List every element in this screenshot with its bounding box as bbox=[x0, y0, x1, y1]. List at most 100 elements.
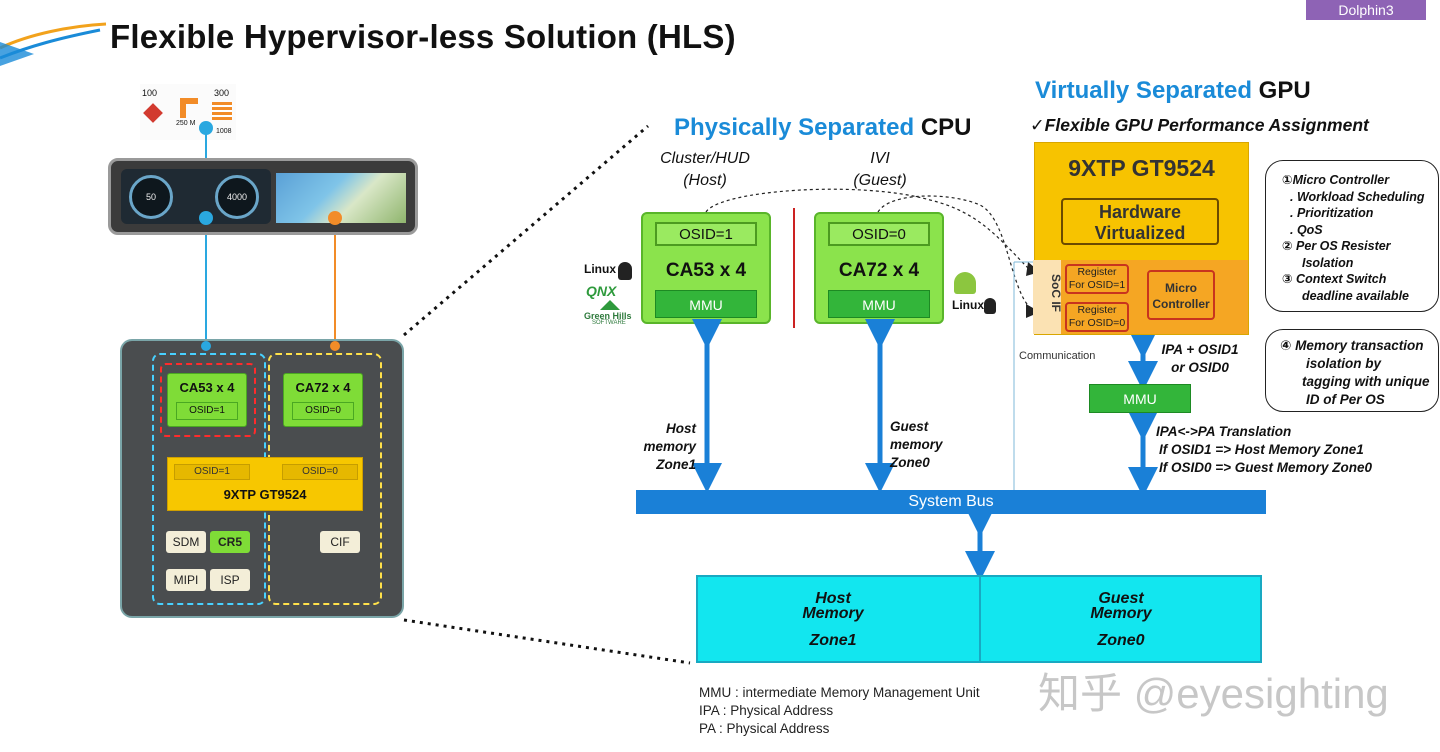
icon-value: 300 bbox=[214, 88, 230, 98]
gpu-subtitle-text: Flexible GPU Performance Assignment bbox=[1044, 115, 1369, 135]
note-line: ② Per OS Resister bbox=[1282, 239, 1391, 253]
gpu-osid1: OSID=1 bbox=[174, 464, 250, 480]
note-line: tagging with unique bbox=[1302, 374, 1430, 389]
green-hills-icon bbox=[600, 300, 620, 310]
note-line: ④ Memory transaction bbox=[1280, 338, 1424, 353]
ipa-label: IPA + OSID1 or OSID0 bbox=[1160, 341, 1240, 377]
micro-controller: Micro Controller bbox=[1147, 270, 1215, 320]
translation-line: If OSID1 => Host Memory Zone1 bbox=[1159, 442, 1364, 457]
system-bus: System Bus bbox=[636, 490, 1266, 514]
logo-swoosh bbox=[0, 22, 107, 66]
guest-cpu-title: CA72 x 4 bbox=[838, 260, 920, 281]
host-label-line: (Host) bbox=[683, 172, 727, 189]
host-cpu-name: CA53 x 4 bbox=[179, 380, 235, 395]
guest-memory-label: Guest memory Zone0 bbox=[890, 418, 943, 472]
host-memory-zone: Host Memory Zone1 bbox=[698, 590, 968, 649]
soc-connector-dots bbox=[201, 341, 340, 351]
guest-cpu-cluster: OSID=0 CA72 x 4 MMU bbox=[814, 212, 944, 324]
label-line: Host bbox=[666, 421, 696, 436]
icon-value: 250 M bbox=[176, 120, 196, 127]
note-line: Isolation bbox=[1302, 255, 1354, 270]
memory-line: Guest bbox=[1098, 590, 1144, 607]
mipi-block: MIPI bbox=[166, 569, 206, 591]
note-line: . Workload Scheduling bbox=[1290, 189, 1425, 204]
note-line: . Prioritization bbox=[1290, 206, 1374, 220]
note-line: ①Micro Controller bbox=[1282, 173, 1390, 187]
host-cpu-block: CA53 x 4 OSID=1 bbox=[167, 373, 247, 427]
label-line: memory bbox=[890, 437, 943, 452]
host-cpu-title: CA53 x 4 bbox=[665, 260, 747, 281]
memory-line: Memory bbox=[1090, 605, 1152, 622]
guest-cpu-osid: OSID=0 bbox=[292, 402, 354, 420]
gpu-osid0: OSID=0 bbox=[282, 464, 358, 480]
cpu-section-title: Physically Separated CPU bbox=[674, 114, 971, 142]
soc-if-area: SoC IF Register For OSID=1 Register For … bbox=[1033, 260, 1248, 334]
reg-line: Register bbox=[1077, 304, 1117, 316]
legend-line: MMU : intermediate Memory Management Uni… bbox=[699, 685, 980, 700]
memory-block: Host Memory Zone1 Guest Memory Zone0 bbox=[696, 575, 1262, 663]
hw-line: Hardware bbox=[1098, 202, 1182, 222]
host-cpu-highlight bbox=[160, 363, 256, 437]
icon-value: 1008 bbox=[216, 128, 232, 135]
label-line: Guest bbox=[890, 419, 929, 434]
memory-divider bbox=[979, 577, 981, 661]
label-line: memory bbox=[643, 439, 696, 454]
host-cpu-cluster: OSID=1 CA53 x 4 MMU bbox=[641, 212, 771, 324]
reg-line: For OSID=1 bbox=[1068, 279, 1126, 291]
project-tag: Dolphin3 bbox=[1306, 0, 1426, 20]
cluster-dots bbox=[199, 211, 342, 225]
host-memory-label: Host memory Zone1 bbox=[642, 420, 696, 474]
instrument-cluster: 50 4000 bbox=[108, 158, 418, 235]
translation-text: IPA<->PA Translation If OSID1 => Host Me… bbox=[1156, 423, 1372, 477]
stripes-icon bbox=[212, 102, 232, 120]
memory-line: Zone1 bbox=[809, 632, 857, 649]
legend-line: IPA : Physical Address bbox=[699, 703, 834, 718]
icon-value: 100 bbox=[142, 88, 158, 98]
watermark: 知乎 @eyesighting bbox=[1038, 670, 1389, 717]
memory-line: Memory bbox=[802, 605, 864, 622]
guest-label: IVI (Guest) bbox=[815, 148, 945, 192]
check-icon: ✓ bbox=[1030, 115, 1045, 135]
note-line: isolation by bbox=[1306, 356, 1382, 371]
cr5-block: CR5 bbox=[210, 531, 250, 553]
gpu-subtitle: ✓Flexible GPU Performance Assignment bbox=[1030, 115, 1369, 136]
reg-line: Register bbox=[1077, 266, 1117, 278]
dashboard-icons: 100 300 250 M 1008 bbox=[140, 84, 236, 140]
note-line: . QoS bbox=[1290, 222, 1323, 237]
turn-arrow-icon bbox=[180, 98, 198, 118]
memory-line: Host bbox=[815, 590, 851, 607]
micro-line: Controller bbox=[1152, 297, 1210, 311]
micro-line: Micro bbox=[1164, 281, 1197, 295]
guest-cpu-block: CA72 x 4 OSID=0 bbox=[283, 373, 363, 427]
communication-label: Communication bbox=[1019, 350, 1096, 362]
register-osid1: Register For OSID=1 bbox=[1065, 264, 1129, 294]
note-line: ID of Per OS bbox=[1306, 392, 1385, 407]
translation-line: IPA<->PA Translation bbox=[1156, 424, 1292, 439]
speed-gauge: 50 bbox=[129, 175, 173, 219]
gpu-title-blue: Virtually Separated bbox=[1035, 77, 1252, 104]
guest-linux-logo: Linux bbox=[952, 298, 984, 312]
host-cpu-osid: OSID=1 bbox=[176, 402, 238, 420]
reg-line: For OSID=0 bbox=[1068, 317, 1126, 329]
note-line: deadline available bbox=[1302, 288, 1409, 303]
note-line: ③ Context Switch bbox=[1282, 272, 1387, 286]
gpu-title-black: GPU bbox=[1258, 77, 1311, 104]
green-hills-logo: Green Hills bbox=[584, 311, 632, 321]
isp-block: ISP bbox=[210, 569, 250, 591]
cpu-title-blue: Physically Separated bbox=[674, 114, 915, 141]
abbreviation-legend: MMU : intermediate Memory Management Uni… bbox=[699, 684, 980, 738]
tux-icon bbox=[618, 262, 632, 280]
cpu-title-black: CPU bbox=[920, 114, 972, 141]
host-osid: OSID=1 bbox=[655, 222, 757, 246]
gpu-block: OSID=1 OSID=0 9XTP GT9524 bbox=[167, 457, 363, 511]
guest-osid: OSID=0 bbox=[828, 222, 930, 246]
soc-overview: CA53 x 4 OSID=1 CA72 x 4 OSID=0 OSID=1 O… bbox=[120, 339, 404, 618]
gpu-name: 9XTP GT9524 bbox=[223, 487, 307, 502]
host-label: Cluster/HUD (Host) bbox=[640, 148, 770, 192]
legend-line: PA : Physical Address bbox=[699, 721, 830, 736]
soc-if-strip bbox=[1033, 260, 1061, 334]
qnx-logo: QNX bbox=[586, 283, 617, 299]
label-line: Zone0 bbox=[890, 455, 930, 470]
gpu-block-detail: 9XTP GT9524 Hardware Virtualized SoC IF … bbox=[1033, 142, 1249, 335]
gpu-mmu: MMU bbox=[1089, 384, 1191, 413]
